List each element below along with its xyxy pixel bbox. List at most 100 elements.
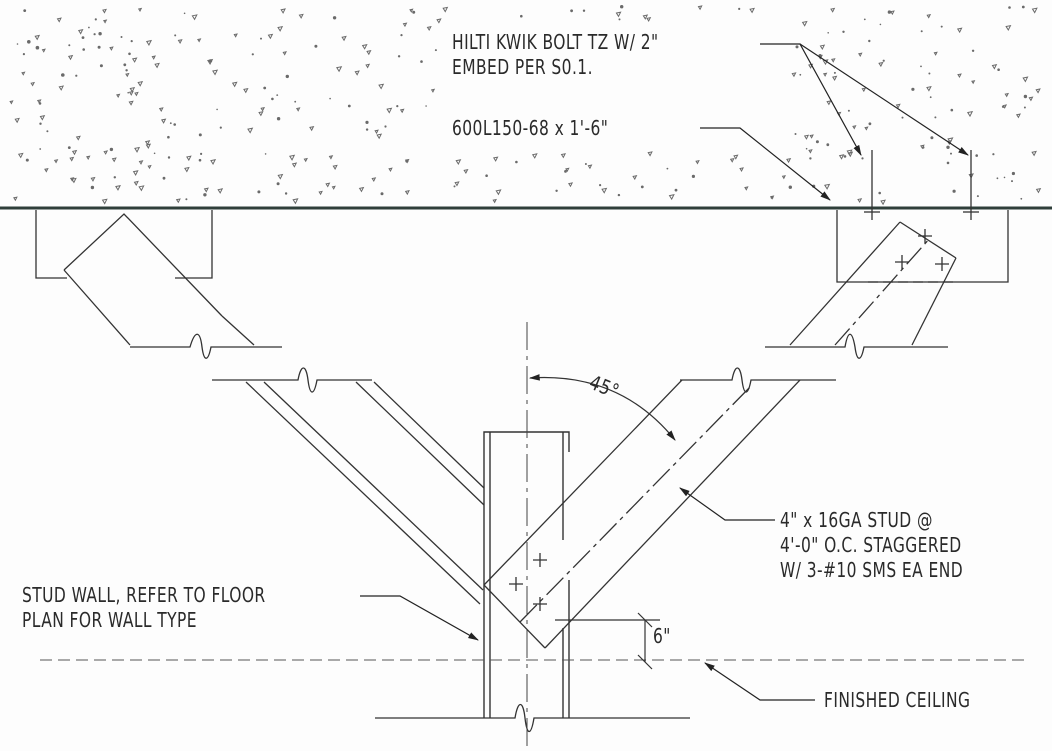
- offset-dimension: [555, 612, 660, 670]
- concrete-speckle: [786, 157, 792, 164]
- concrete-speckle: [1028, 96, 1034, 102]
- concrete-speckle: [130, 40, 133, 43]
- concrete-speckle: [805, 147, 808, 150]
- concrete-speckle: [341, 35, 347, 42]
- concrete-speckle: [68, 44, 71, 47]
- concrete-speckle: [82, 48, 85, 51]
- concrete-speckle: [861, 157, 864, 160]
- concrete-speckle: [90, 176, 96, 182]
- concrete-speckle: [824, 183, 831, 190]
- stud-brace-note-line1: 4" x 16GA STUD @: [780, 508, 933, 532]
- concrete-speckle: [819, 44, 826, 50]
- concrete-speckle: [203, 193, 207, 197]
- concrete-speckle: [97, 45, 101, 49]
- concrete-speckle: [354, 70, 360, 76]
- concrete-speckle: [1031, 150, 1037, 157]
- concrete-speckle: [173, 123, 176, 126]
- concrete-speckle: [56, 17, 62, 23]
- concrete-speckle: [185, 198, 188, 201]
- concrete-speckle: [129, 86, 136, 93]
- concrete-speckle: [23, 9, 27, 13]
- concrete-speckle: [137, 80, 144, 87]
- concrete-speckle: [365, 120, 369, 124]
- concrete-speckle: [39, 115, 46, 121]
- concrete-speckle: [744, 186, 749, 191]
- concrete-speckle: [291, 162, 298, 168]
- concrete-speckle: [34, 34, 41, 41]
- concrete-speckle: [98, 32, 102, 36]
- concrete-speckle: [733, 154, 739, 160]
- concrete-speckle: [878, 191, 881, 195]
- concrete-speckle: [455, 159, 462, 165]
- concrete-speckle: [41, 48, 46, 53]
- concrete-speckle: [803, 134, 810, 140]
- concrete-speckle: [926, 86, 932, 92]
- concrete-speckle: [531, 153, 538, 159]
- concrete-speckle: [71, 149, 78, 156]
- concrete-speckle: [976, 195, 979, 198]
- concrete-speckle: [184, 166, 190, 173]
- concrete-speckle: [332, 164, 338, 170]
- concrete-speckle: [618, 18, 621, 21]
- concrete-speckle: [123, 63, 127, 67]
- concrete-speckle: [846, 149, 853, 156]
- concrete-speckle: [861, 87, 867, 93]
- concrete-speckle: [434, 49, 437, 52]
- concrete-speckle: [640, 185, 644, 189]
- concrete-speckle: [920, 144, 925, 150]
- concrete-speckle: [247, 127, 254, 134]
- concrete-speckle: [570, 9, 573, 13]
- concrete-speckle: [412, 10, 416, 14]
- concrete-speckle: [843, 155, 847, 158]
- concrete-speckle: [138, 160, 144, 165]
- concrete-speckle: [620, 5, 624, 9]
- concrete-speckle: [144, 140, 151, 146]
- concrete-speckle: [864, 126, 869, 131]
- concrete-speckle: [739, 167, 744, 172]
- concrete-speckle: [263, 86, 267, 90]
- concrete-speckle: [769, 195, 775, 200]
- concrete-speckle: [842, 30, 845, 33]
- concrete-speckle: [267, 33, 274, 40]
- concrete-speckle: [788, 185, 792, 189]
- concrete-speckle: [332, 16, 337, 20]
- concrete-speckle: [599, 184, 602, 187]
- concrete-speckle: [956, 27, 963, 34]
- concrete-speckle: [127, 91, 129, 94]
- concrete-speckle: [409, 8, 414, 13]
- concrete-speckle: [374, 129, 379, 135]
- concrete-speckle: [404, 190, 410, 196]
- concrete-speckle: [1002, 104, 1008, 109]
- concrete-speckle: [276, 117, 281, 121]
- concrete-speckle: [799, 73, 802, 76]
- concrete-speckle: [453, 185, 456, 188]
- concrete-speckle: [36, 99, 42, 104]
- concrete-speckle: [442, 6, 449, 13]
- concrete-speckle: [109, 147, 114, 152]
- concrete-speckle: [996, 177, 999, 180]
- concrete-speckle: [691, 174, 696, 178]
- concrete-speckle: [933, 51, 938, 56]
- concrete-speckle: [425, 105, 427, 107]
- concrete-speckle: [485, 174, 488, 177]
- concrete-speckle: [463, 168, 469, 175]
- concrete-speckle: [749, 7, 755, 14]
- concrete-speckle: [200, 152, 203, 155]
- concrete-speckle: [69, 177, 75, 182]
- concrete-speckle: [347, 104, 351, 108]
- concrete-speckle: [145, 143, 152, 149]
- concrete-speckle: [492, 198, 497, 204]
- concrete-speckle: [697, 5, 703, 11]
- concrete-speckle: [967, 110, 974, 118]
- concrete-speckle: [1023, 94, 1028, 99]
- concrete-speckle: [99, 64, 103, 68]
- concrete-speckle: [920, 65, 922, 68]
- concrete-speckle: [997, 68, 1000, 71]
- anchor-bolt-note: HILTI KWIK BOLT TZ W/ 2" EMBED PER S0.1.: [452, 30, 659, 80]
- anchor-bolt-note-line2: EMBED PER S0.1.: [452, 55, 593, 79]
- concrete-speckle: [147, 164, 152, 170]
- concrete-speckle: [336, 66, 343, 73]
- concrete-speckle: [67, 54, 74, 61]
- concrete-speckle: [868, 39, 871, 43]
